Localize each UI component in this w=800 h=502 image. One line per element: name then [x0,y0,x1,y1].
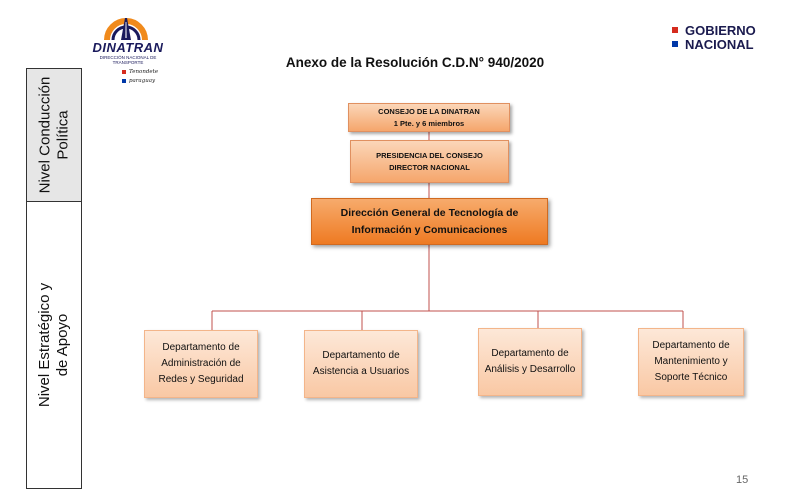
gobierno-nacional-logo: GOBIERNO NACIONAL [672,23,756,51]
dinatran-logo-subtitle: DIRECCIÓN NACIONAL DE TRANSPORTE [99,55,157,65]
dept-1-line2: Administración de [161,358,241,369]
dept-2-line2: Asistencia a Usuarios [312,366,410,377]
page-number: 15 [736,474,749,486]
consejo-box: CONSEJO DE LA DINATRAN 1 Pte. y 6 miembr… [348,103,510,132]
presidencia-line1: PRESIDENCIA DEL CONSEJO [376,150,483,160]
dinatran-logo-text: DINATRAN [92,40,164,55]
dept-4-line3: Soporte Técnico [654,372,728,383]
dinatran-logo-icon [104,18,148,41]
direccion-general-box: Dirección General de Tecnología de Infor… [311,198,548,245]
slogan-red-square-icon [122,69,126,74]
slogan-line2: paraguay [129,78,156,84]
page-title: Anexo de la Resolución C.D.N° 940/2020 [285,55,545,70]
presidencia-box: PRESIDENCIA DEL CONSEJO DIRECTOR NACIONA… [350,140,509,183]
direccion-line1: Dirección General de Tecnología de [340,206,519,219]
dept-4-line1: Departamento de [652,340,730,351]
dept-administracion-redes-box: Departamento de Administración de Redes … [144,330,258,398]
level-band-estrategico: Nivel Estratégico y de Apoyo [26,201,82,489]
dept-3-line2: Análisis y Desarrollo [484,364,576,375]
presidencia-line2: DIRECTOR NACIONAL [389,162,470,172]
gov-red-square-icon [672,27,678,33]
consejo-line2: 1 Pte. y 6 miembros [393,118,465,128]
gov-line2: NACIONAL [685,36,754,52]
gov-line1: GOBIERNO [685,22,756,38]
slogan: Tenondete paraguay [122,68,158,86]
dept-1-line3: Redes y Seguridad [158,374,244,385]
slogan-blue-square-icon [122,78,126,83]
consejo-line1: CONSEJO DE LA DINATRAN [378,106,480,116]
gov-blue-square-icon [672,41,678,47]
dept-mantenimiento-soporte-box: Departamento de Mantenimiento y Soporte … [638,328,744,396]
dept-4-line2: Mantenimiento y [654,356,728,367]
direccion-line2: Información y Comunicaciones [351,223,508,236]
slogan-line1: Tenondete [129,69,159,75]
dept-analisis-desarrollo-box: Departamento de Análisis y Desarrollo [478,328,582,396]
dept-asistencia-usuarios-box: Departamento de Asistencia a Usuarios [304,330,418,398]
dept-2-line1: Departamento de [322,350,400,361]
dept-1-line1: Departamento de [162,342,240,353]
level-band-conduccion: Nivel Conducción Política [26,68,82,202]
dept-3-line1: Departamento de [491,348,569,359]
